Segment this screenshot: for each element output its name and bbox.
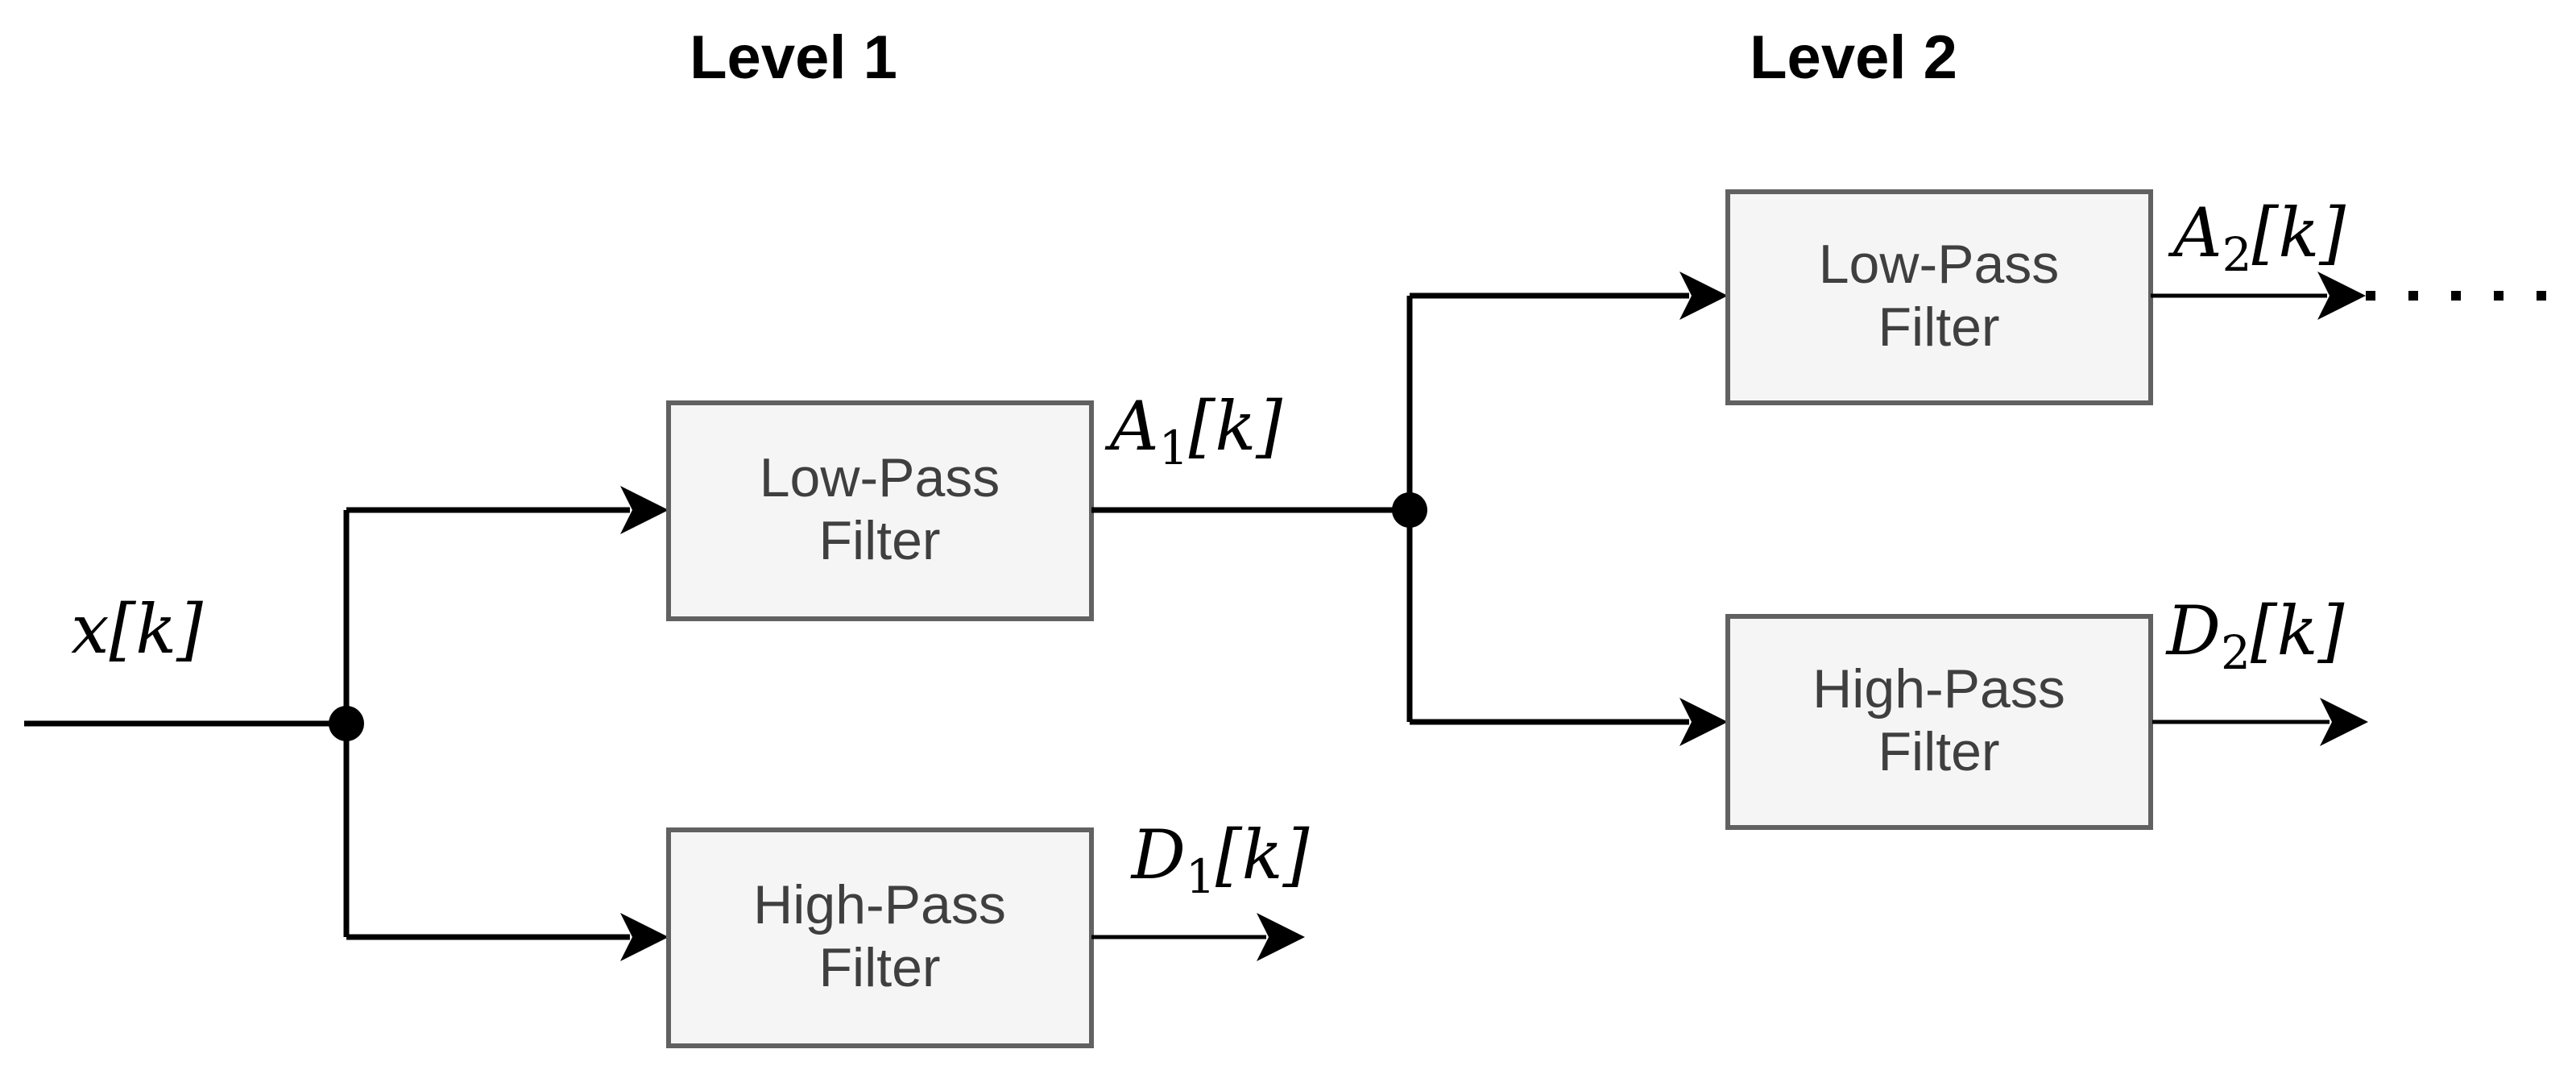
continuation-dot <box>2494 291 2504 301</box>
arrow-right-icon <box>2317 272 2366 320</box>
input-signal-group: x[k] <box>24 510 364 937</box>
filter-box-label-line2: Filter <box>1878 297 1999 358</box>
filter-box <box>666 827 1094 1048</box>
signal-label-x: x[k] <box>71 590 203 669</box>
arrow-right-icon <box>2320 698 2368 746</box>
filter-box-l1-low: Low-Pass Filter <box>666 400 1094 621</box>
continuation-dots <box>2366 291 2546 301</box>
filter-box <box>1725 189 2153 405</box>
signal-label-a2: A2[k] <box>2168 193 2346 282</box>
arrow-right-icon <box>1257 913 1305 961</box>
level-1-title: Level 1 <box>690 23 897 92</box>
filter-box-l2-low: Low-Pass Filter <box>1725 189 2153 405</box>
continuation-dot <box>2408 291 2418 301</box>
signal-label-d2: D2[k] <box>2165 591 2345 680</box>
filter-box-label-line2: Filter <box>1878 721 1999 782</box>
filter-box-label-line1: High-Pass <box>1812 658 2065 720</box>
filter-box <box>1725 614 2153 830</box>
filter-box-label-line1: Low-Pass <box>760 447 1000 508</box>
filter-box-label-line2: Filter <box>818 937 940 998</box>
level-2-section: Low-Pass Filter High-Pass Filter A2[k] D… <box>1410 189 2546 830</box>
filter-box-label-line2: Filter <box>818 510 940 571</box>
filter-box-l1-high: High-Pass Filter <box>666 827 1094 1048</box>
arrow-right-icon <box>620 486 669 534</box>
continuation-dot <box>2366 291 2375 301</box>
continuation-dot <box>2451 291 2461 301</box>
arrow-right-icon <box>1679 272 1728 320</box>
signal-label-a1: A1[k] <box>1104 387 1282 475</box>
signal-label-d1: D1[k] <box>1130 815 1310 904</box>
level-1-section: Low-Pass Filter High-Pass Filter A1[k] D… <box>346 387 1410 1048</box>
arrow-right-icon <box>620 913 669 961</box>
filter-box-l2-high: High-Pass Filter <box>1725 614 2153 830</box>
filter-box-label-line1: High-Pass <box>753 874 1006 935</box>
continuation-dot <box>2537 291 2546 301</box>
filter-box-label-line1: Low-Pass <box>1819 234 2060 295</box>
level-2-split-group <box>1392 296 1427 722</box>
level-2-title: Level 2 <box>1750 23 1957 92</box>
arrow-right-icon <box>1679 698 1728 746</box>
